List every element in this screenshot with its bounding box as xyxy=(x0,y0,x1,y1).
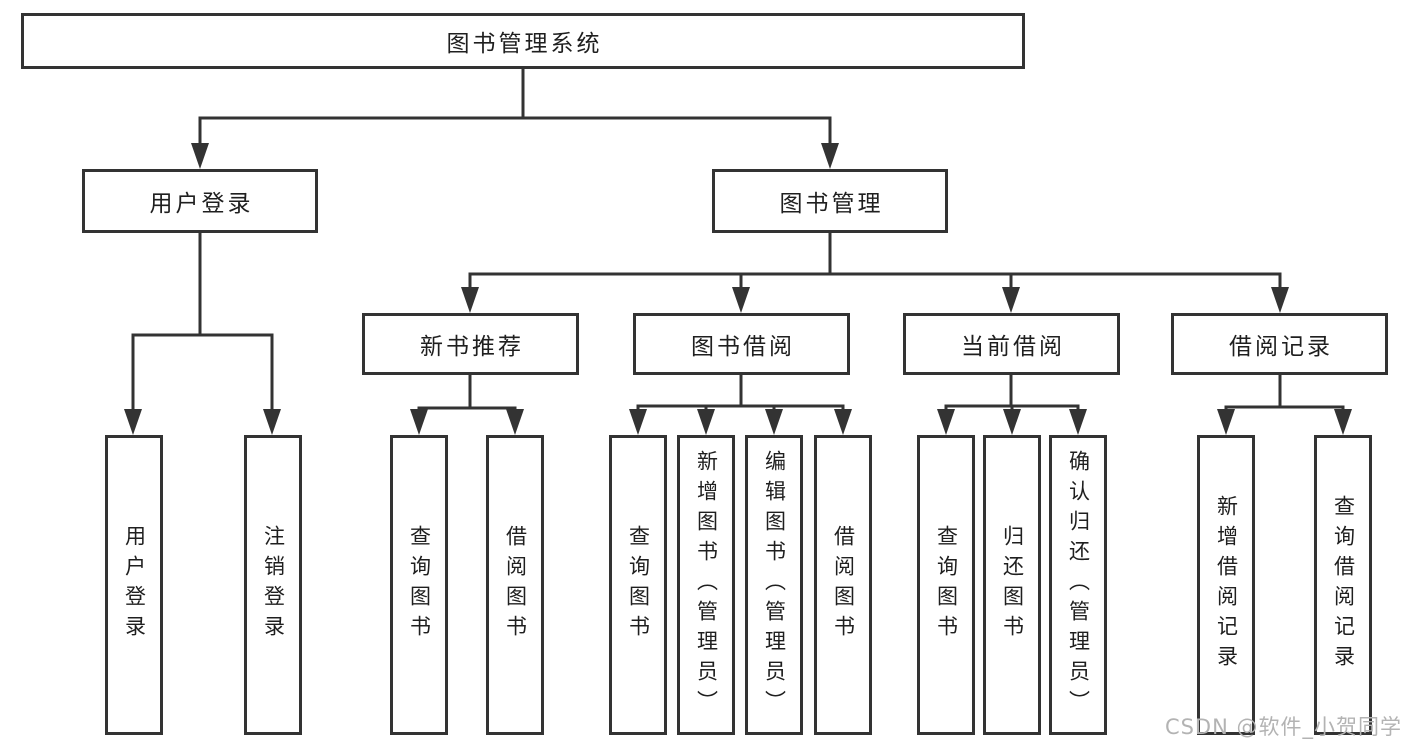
node-label: 借阅图书 xyxy=(503,525,528,645)
arrowhead-borrow-add xyxy=(697,409,715,435)
arrowhead-newbooks-query xyxy=(410,409,428,435)
node-current-borrowing: 当前借阅 xyxy=(903,313,1120,375)
node-label: 借阅记录 xyxy=(1229,334,1333,360)
arrowhead-borrowing-records xyxy=(1271,287,1289,313)
leaf-logout: 注销登录 xyxy=(244,435,302,735)
arrowhead-borrow-query xyxy=(629,409,647,435)
arrowhead-user-login xyxy=(191,143,209,169)
arrowhead-newbooks-borrow xyxy=(506,409,524,435)
arrowhead-current-return xyxy=(1003,409,1021,435)
leaf-records-add-record: 新增借阅记录 xyxy=(1197,435,1255,735)
leaf-current-query-books: 查询图书 xyxy=(917,435,975,735)
node-root: 图书管理系统 xyxy=(21,13,1025,69)
node-label: 注销登录 xyxy=(261,525,286,645)
node-book-borrowing: 图书借阅 xyxy=(633,313,850,375)
arrowhead-leaf-user-login xyxy=(124,409,142,435)
node-new-book-recommend: 新书推荐 xyxy=(362,313,579,375)
node-user-login: 用户登录 xyxy=(82,169,318,233)
connector-management-to-level3 xyxy=(468,233,1282,290)
connector-login-to-leaves xyxy=(131,232,274,412)
node-label: 新书推荐 xyxy=(420,334,524,360)
node-label: 查询图书 xyxy=(934,525,959,645)
node-label: 新增借阅记录 xyxy=(1214,495,1239,675)
arrowhead-records-query xyxy=(1334,409,1352,435)
leaf-user-login: 用户登录 xyxy=(105,435,163,735)
leaf-newbooks-borrow-books: 借阅图书 xyxy=(486,435,544,735)
node-label: 用户登录 xyxy=(122,525,147,645)
leaf-borrow-edit-books-admin: 编辑图书（管理员） xyxy=(745,435,803,735)
arrowhead-current-query xyxy=(937,409,955,435)
arrowhead-records-add xyxy=(1217,409,1235,435)
arrowhead-new-book-recommend xyxy=(461,287,479,313)
leaf-borrow-borrow-books: 借阅图书 xyxy=(814,435,872,735)
node-label: 查询借阅记录 xyxy=(1331,495,1356,675)
leaf-current-confirm-return-admin: 确认归还（管理员） xyxy=(1049,435,1107,735)
node-label: 借阅图书 xyxy=(831,525,856,645)
arrowhead-borrow-borrow xyxy=(834,409,852,435)
leaf-records-query-record: 查询借阅记录 xyxy=(1314,435,1372,735)
node-label: 查询图书 xyxy=(626,525,651,645)
leaf-borrow-query-books: 查询图书 xyxy=(609,435,667,735)
node-label: 确认归还（管理员） xyxy=(1066,450,1091,720)
leaf-current-return-books: 归还图书 xyxy=(983,435,1041,735)
connector-borrow-to-leaves xyxy=(636,375,845,412)
node-borrowing-records: 借阅记录 xyxy=(1171,313,1388,375)
arrowhead-current-borrowing xyxy=(1002,287,1020,313)
node-label: 图书借阅 xyxy=(691,334,795,360)
connector-records-to-leaves xyxy=(1224,375,1345,412)
leaf-newbooks-query-books: 查询图书 xyxy=(390,435,448,735)
arrowhead-book-borrowing xyxy=(732,287,750,313)
node-label: 编辑图书（管理员） xyxy=(762,450,787,720)
node-label: 图书管理系统 xyxy=(446,31,603,57)
arrowhead-leaf-logout xyxy=(263,409,281,435)
arrowhead-borrow-edit xyxy=(765,409,783,435)
leaf-borrow-add-books-admin: 新增图书（管理员） xyxy=(677,435,735,735)
connector-root-to-level2 xyxy=(198,68,832,146)
node-label: 归还图书 xyxy=(1000,525,1025,645)
arrowhead-current-confirm xyxy=(1069,409,1087,435)
node-label: 新增图书（管理员） xyxy=(694,450,719,720)
node-label: 当前借阅 xyxy=(961,334,1065,360)
connector-current-to-leaves xyxy=(944,375,1080,412)
node-label: 图书管理 xyxy=(779,191,884,217)
watermark: CSDN @软件_小贺同学 xyxy=(1164,715,1402,739)
node-label: 用户登录 xyxy=(149,191,254,217)
connector-newbooks-to-leaves xyxy=(417,375,517,412)
node-book-management: 图书管理 xyxy=(712,169,948,233)
node-label: 查询图书 xyxy=(407,525,432,645)
arrowhead-book-management xyxy=(821,143,839,169)
